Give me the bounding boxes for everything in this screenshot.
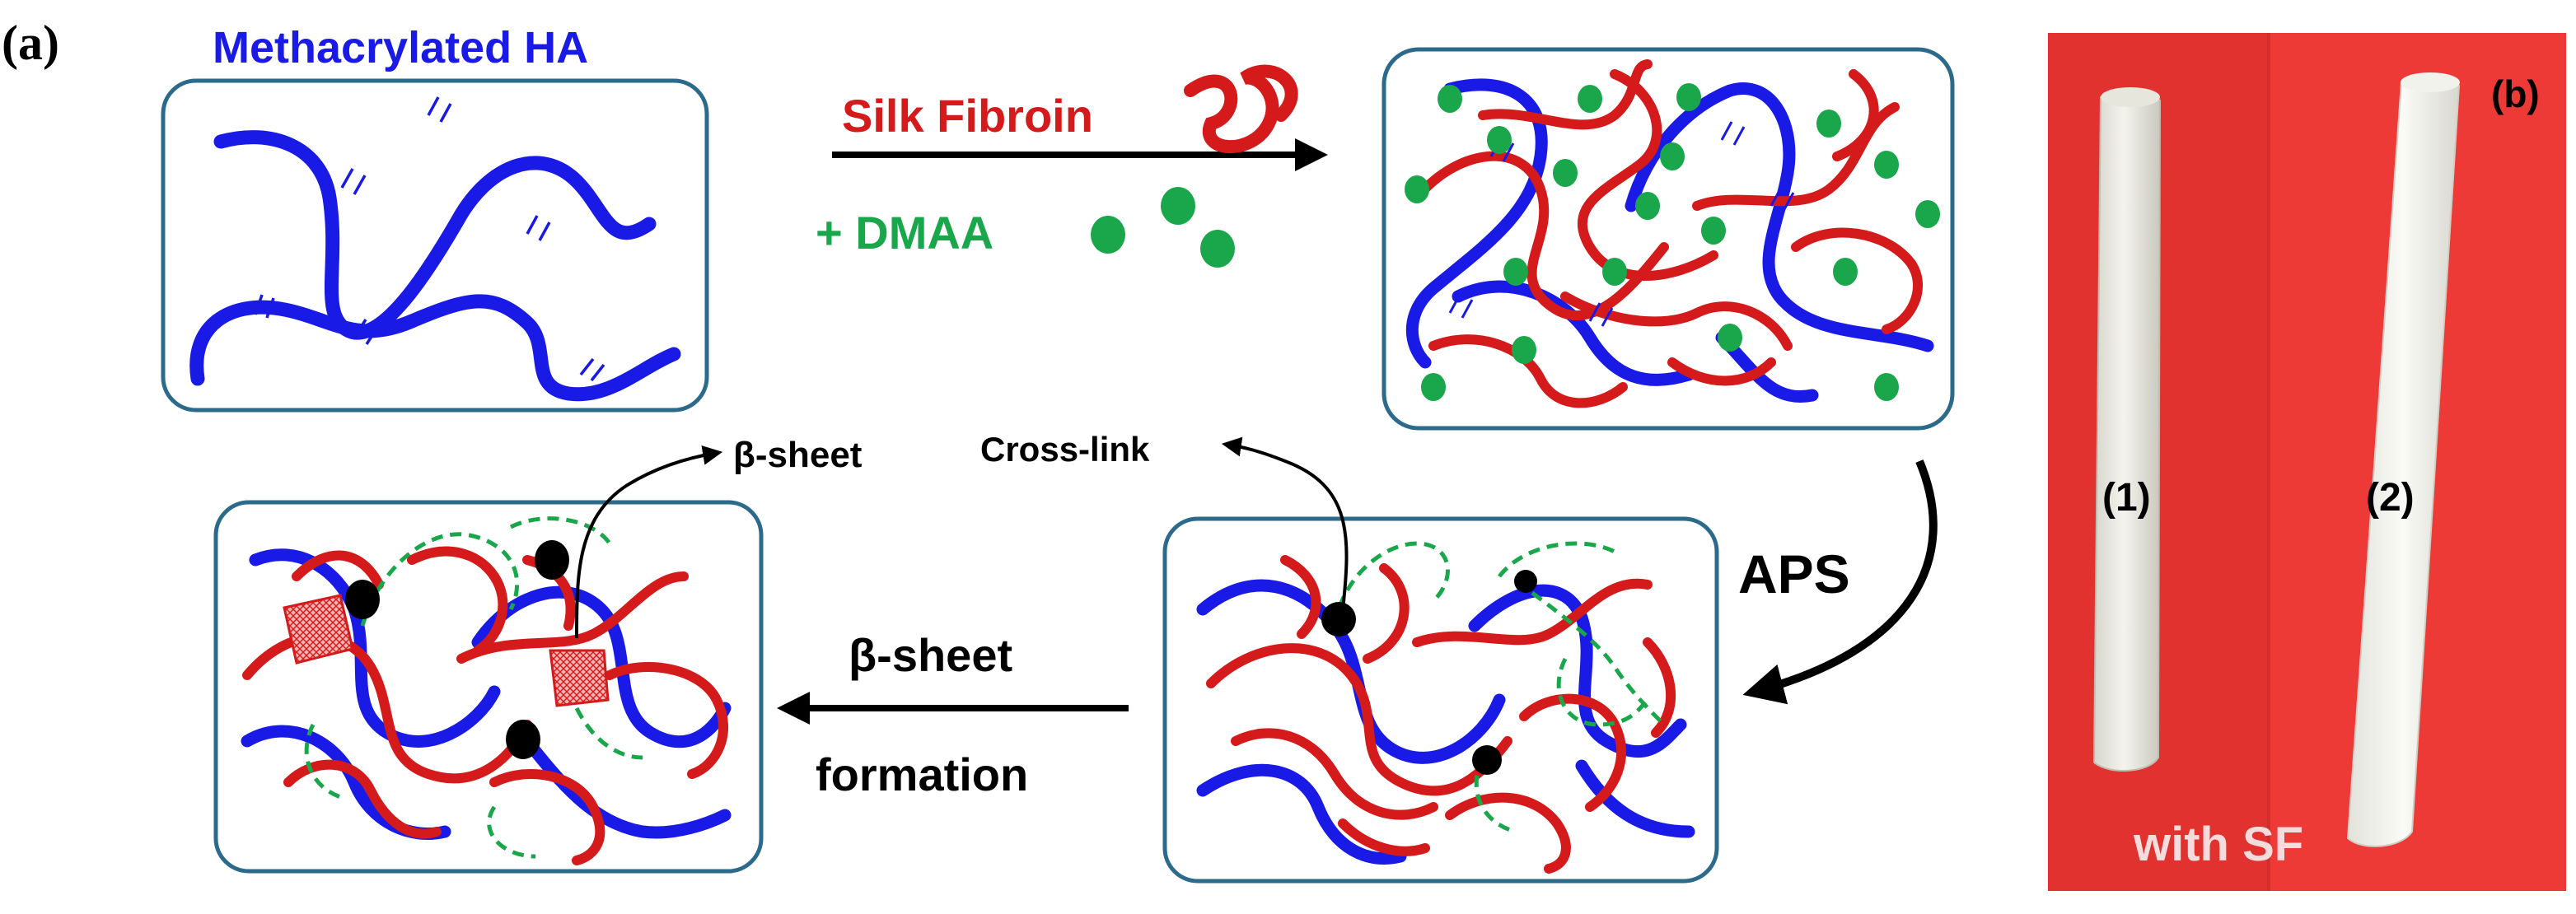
panel-b-photo: (b) (1) (2) with SF (2048, 33, 2566, 891)
box-mixture (1382, 47, 1955, 431)
crosslink-callout-arrow (1221, 436, 1349, 610)
aps-arrow (1742, 459, 1938, 705)
reagent-silk-label: Silk Fibroin (842, 90, 1093, 142)
sample-1-label: (1) (2102, 476, 2151, 520)
panel-a-tag: (a) (2, 16, 59, 70)
hydrogel-tube-1 (2092, 87, 2162, 772)
box-methacrylated-ha (161, 78, 709, 413)
step-label-line1: β-sheet (849, 629, 1012, 681)
sample-2-label: (2) (2366, 476, 2415, 520)
beta-sheet-callout-arrow (575, 445, 723, 639)
initiator-label: APS (1738, 543, 1850, 604)
silk-fibroin-icon (1184, 64, 1298, 154)
dmaa-molecule-icon (1091, 187, 1235, 268)
box-crosslinked (1162, 516, 1719, 884)
reagent-dmaa-label: + DMAA (816, 207, 993, 259)
photo-caption: with SF (2133, 818, 2303, 871)
step-label-line2: formation (816, 748, 1028, 800)
crosslink-label: Cross-link (980, 430, 1150, 469)
box-beta-sheet-network (213, 500, 764, 874)
hydrogel-tube-2 (2346, 72, 2461, 847)
panel-b-tag: (b) (2491, 72, 2540, 115)
reactant-title: Methacrylated HA (213, 23, 588, 72)
beta-sheet-callout-label: β-sheet (733, 435, 863, 475)
